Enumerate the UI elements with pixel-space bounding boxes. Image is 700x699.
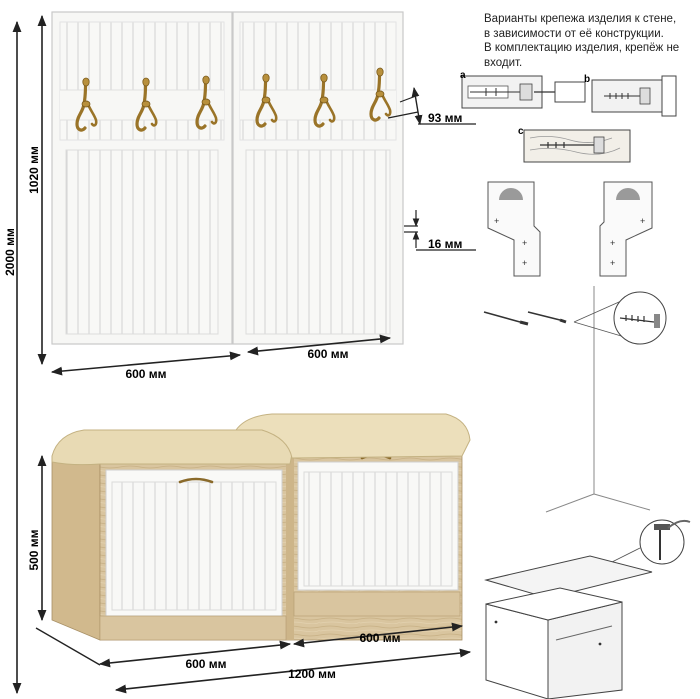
wall-bracket-left: + + +	[487, 181, 541, 277]
wall-panel-left	[51, 11, 233, 345]
dimension-bench-widths	[35, 622, 472, 694]
dimension-label-bench-right-width: 600 мм	[359, 631, 400, 645]
wall-corner-illustration	[483, 286, 667, 513]
dimension-label-panel-thickness: 16 мм	[428, 237, 463, 251]
svg-text:+: +	[522, 258, 527, 268]
wall-bracket-right: + + +	[599, 181, 653, 277]
dimension-label-total-height: 2000 мм	[3, 228, 17, 276]
svg-text:+: +	[610, 238, 615, 248]
mount-label-c: c	[518, 126, 524, 137]
mounting-note-line-3: В комплектацию изделия, крепёж не	[484, 42, 680, 54]
svg-text:+: +	[522, 238, 527, 248]
dimension-label-panel-height: 1020 мм	[27, 146, 41, 194]
mounting-note-line-2: в зависимости от её конструкции.	[484, 27, 664, 40]
dimension-label-hook-spacing: 93 мм	[428, 111, 463, 125]
mount-variant-a	[461, 75, 586, 109]
shoe-bench	[51, 413, 471, 641]
svg-text:+: +	[610, 258, 615, 268]
dimension-label-bench-height: 500 мм	[27, 529, 41, 570]
dimension-panel-widths	[50, 334, 392, 376]
svg-text:+: +	[494, 216, 499, 226]
mount-label-a: a	[460, 70, 466, 81]
mounting-note-line-1: Варианты крепежа изделия к стене,	[484, 13, 677, 25]
mounting-note: Варианты крепежа изделия к стене, в зави…	[484, 12, 696, 70]
mount-variant-b	[591, 75, 677, 117]
mounting-note-line-4: входит.	[484, 56, 523, 69]
dimension-panel-thickness	[404, 210, 476, 251]
assembly-illustration	[484, 519, 691, 699]
dimension-label-bench-total-width: 1200 мм	[288, 667, 336, 681]
svg-text:+: +	[640, 216, 645, 226]
dimension-label-panel-right-width: 600 мм	[307, 347, 348, 361]
dimension-hook-spacing	[387, 87, 476, 125]
wall-panel-right	[232, 11, 404, 345]
drawer-handle-icon	[178, 477, 214, 484]
mount-variant-c	[523, 129, 631, 163]
mount-label-b: b	[584, 74, 590, 85]
dimension-label-bench-left-width: 600 мм	[185, 657, 226, 671]
dimension-label-panel-left-width: 600 мм	[125, 367, 166, 381]
